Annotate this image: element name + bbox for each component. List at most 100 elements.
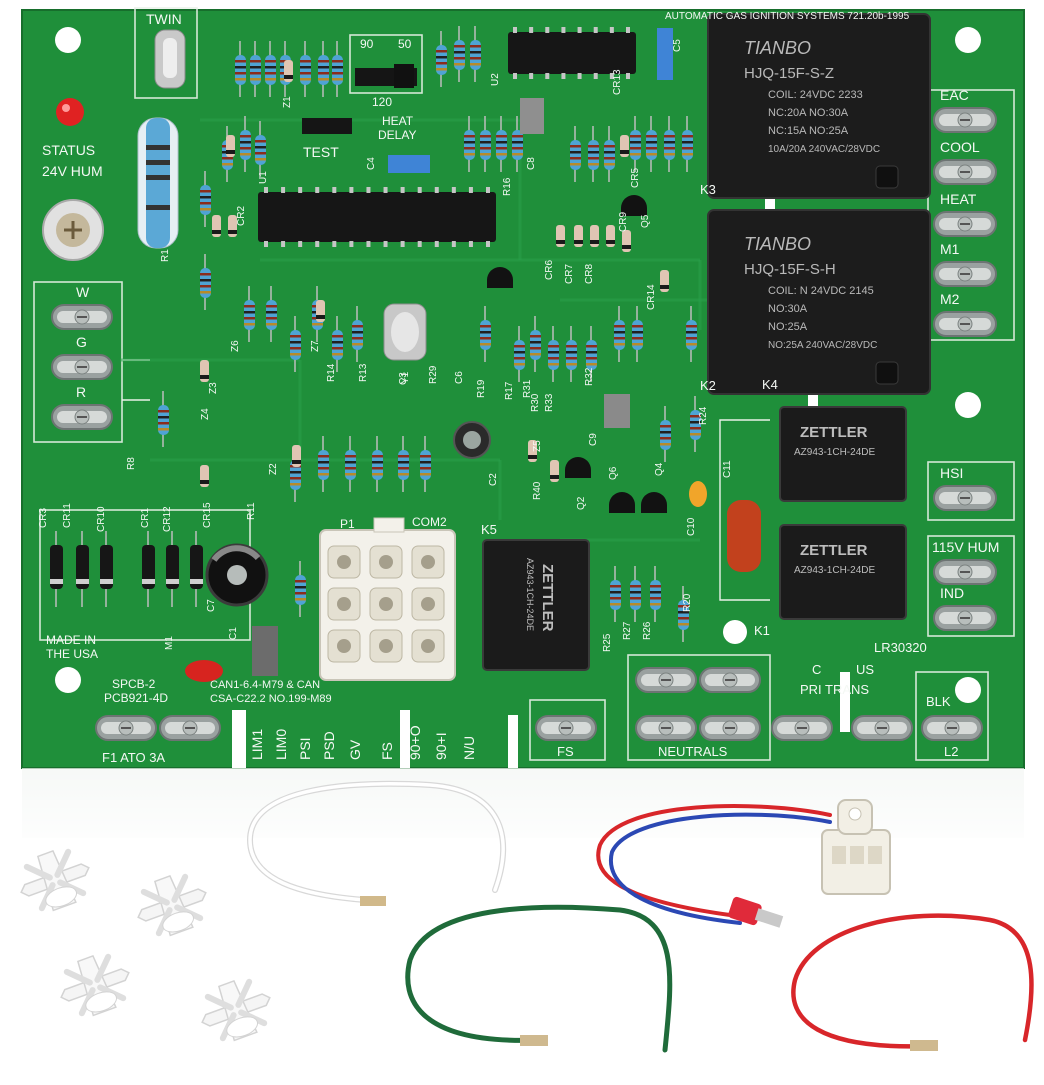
resistor [200,254,211,310]
mounting-clips [20,848,271,1042]
resistor [420,436,431,492]
connector-p1 [319,517,456,681]
resistor [632,306,643,362]
screw-terminal [933,107,997,133]
relay-ref: K1 [754,623,770,638]
relay-rating-2: NC:15A NO:25A [768,125,849,137]
component-ref: CR14 [646,284,657,310]
capacitor-c11 [727,500,761,572]
component-ref: CR5 [630,168,641,188]
heat-delay-jumper [355,64,417,88]
rectifier-diode [50,531,63,607]
resistor [664,116,675,172]
bottom-pin-label: N/U [461,736,477,760]
resistor [332,41,343,97]
harness-connector [821,799,891,895]
usa-label: THE USA [46,647,98,661]
resistor [398,436,409,492]
component-ref: R27 [622,621,633,640]
white-wire [246,780,507,906]
bottom-pin-label: LIM1 [249,729,265,760]
relay-model: AZ943-1CH-24DE [525,558,535,631]
bottom-pin-label: 90+I [433,732,449,760]
capacitor-c9 [604,394,630,428]
diode [292,445,301,467]
component-ref: Z3 [208,382,219,394]
component-ref: C3 [398,372,409,385]
component-ref: CR13 [612,69,623,95]
component-ref: Z5 [532,440,543,452]
component-ref: C5 [672,39,683,52]
relay-model: HJQ-15F-S-Z [744,65,834,82]
resistor [240,116,251,172]
rectifier-diode [166,531,179,607]
bottom-pin-label: 90+O [407,725,423,760]
rectifier-diode [100,531,113,607]
p1-label: P1 [340,517,355,531]
diode [212,215,221,237]
status-led [56,98,84,126]
capacitor-c5 [657,28,673,80]
green-wire [405,904,673,1053]
heat-label: HEAT [382,114,414,128]
resistor [158,391,169,447]
terminal-label: 115V HUM [932,539,999,555]
made-in-label: MADE IN [46,633,96,647]
spcb-label: SPCB-2 [112,677,156,691]
resistor [514,326,525,382]
component-ref: R26 [642,621,653,640]
mounting-clip [60,953,130,1017]
l2-label: L2 [944,744,958,759]
mounting-clip [201,978,271,1042]
resistor [570,126,581,182]
resistor [630,566,641,622]
relay-rating-2: NO:25A [768,321,808,333]
mounting-hole [55,27,81,53]
diode [574,225,583,247]
red-wire [791,913,1034,1051]
terminal-label: COOL [940,139,980,155]
resistor [470,26,481,82]
screw-terminal [933,261,997,287]
terminal-label: M2 [940,291,960,307]
transistor [621,195,647,216]
screw-terminal [635,715,697,741]
fs-label: FS [557,744,574,759]
resistor [265,41,276,97]
screw-terminal [51,304,113,330]
mounting-hole [723,620,747,644]
component-ref: R1 [160,249,171,262]
bottom-pin-label: GV [347,739,363,760]
component-ref: CR12 [162,506,173,532]
ic-u2 [508,27,636,79]
resistor [244,286,255,342]
screw-terminal [535,715,597,741]
us-label: US [856,662,874,677]
delay-90: 90 [360,37,374,51]
resistor [686,306,697,362]
screw-terminal [771,715,833,741]
screw-terminal [933,311,997,337]
diode [556,225,565,247]
relay-ref: K5 [481,522,497,537]
hum-label: 24V HUM [42,163,103,179]
resistor [530,316,541,372]
mounting-hole [55,667,81,693]
terminal-label-r: R [76,384,86,400]
ic-u1 [258,187,496,247]
resistor [480,116,491,172]
component-ref: Z7 [310,340,321,352]
capacitor-c1 [252,626,278,676]
rectifier-diode [76,531,89,607]
diode-array [50,60,669,607]
board-header-text: AUTOMATIC GAS IGNITION SYSTEMS 721.20b-1… [665,11,910,22]
transistor [609,492,635,513]
terminal-label-w: W [76,284,90,300]
test-label: TEST [303,144,339,160]
delay-120: 120 [372,95,392,109]
component-ref: CR15 [202,502,213,528]
